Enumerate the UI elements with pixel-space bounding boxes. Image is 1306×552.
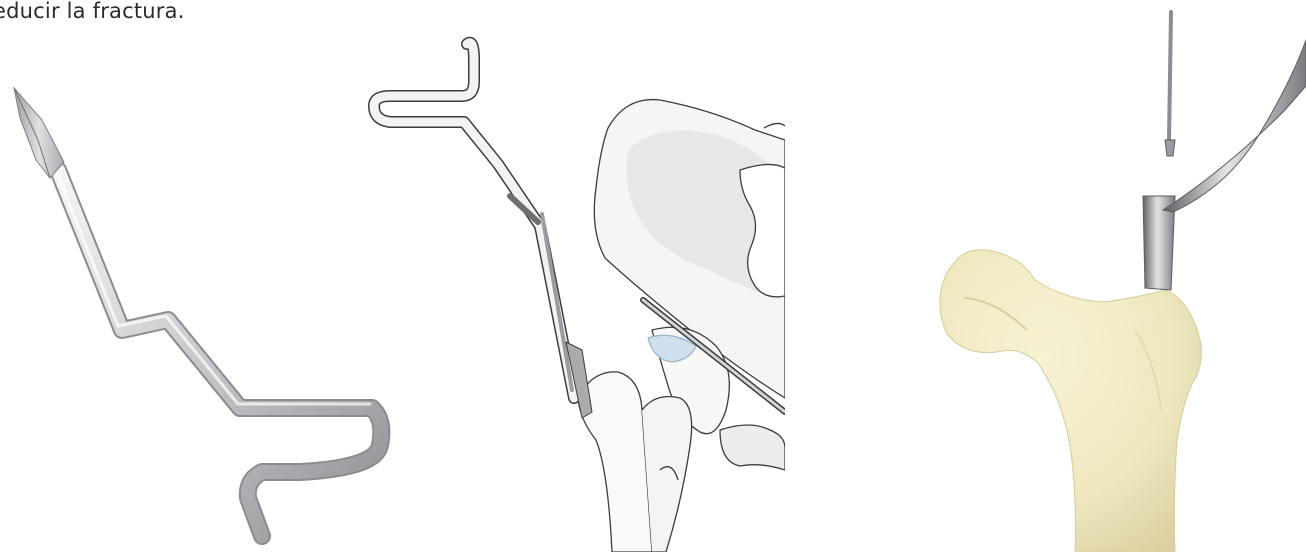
femur-hook-diagram-icon — [925, 0, 1306, 552]
pelvis-hook-figure — [360, 0, 785, 552]
femur-hook-figure — [925, 0, 1306, 552]
bone-hook-icon — [0, 0, 400, 552]
bone-hook-figure — [0, 0, 400, 552]
pelvis-hook-diagram-icon — [360, 0, 785, 552]
